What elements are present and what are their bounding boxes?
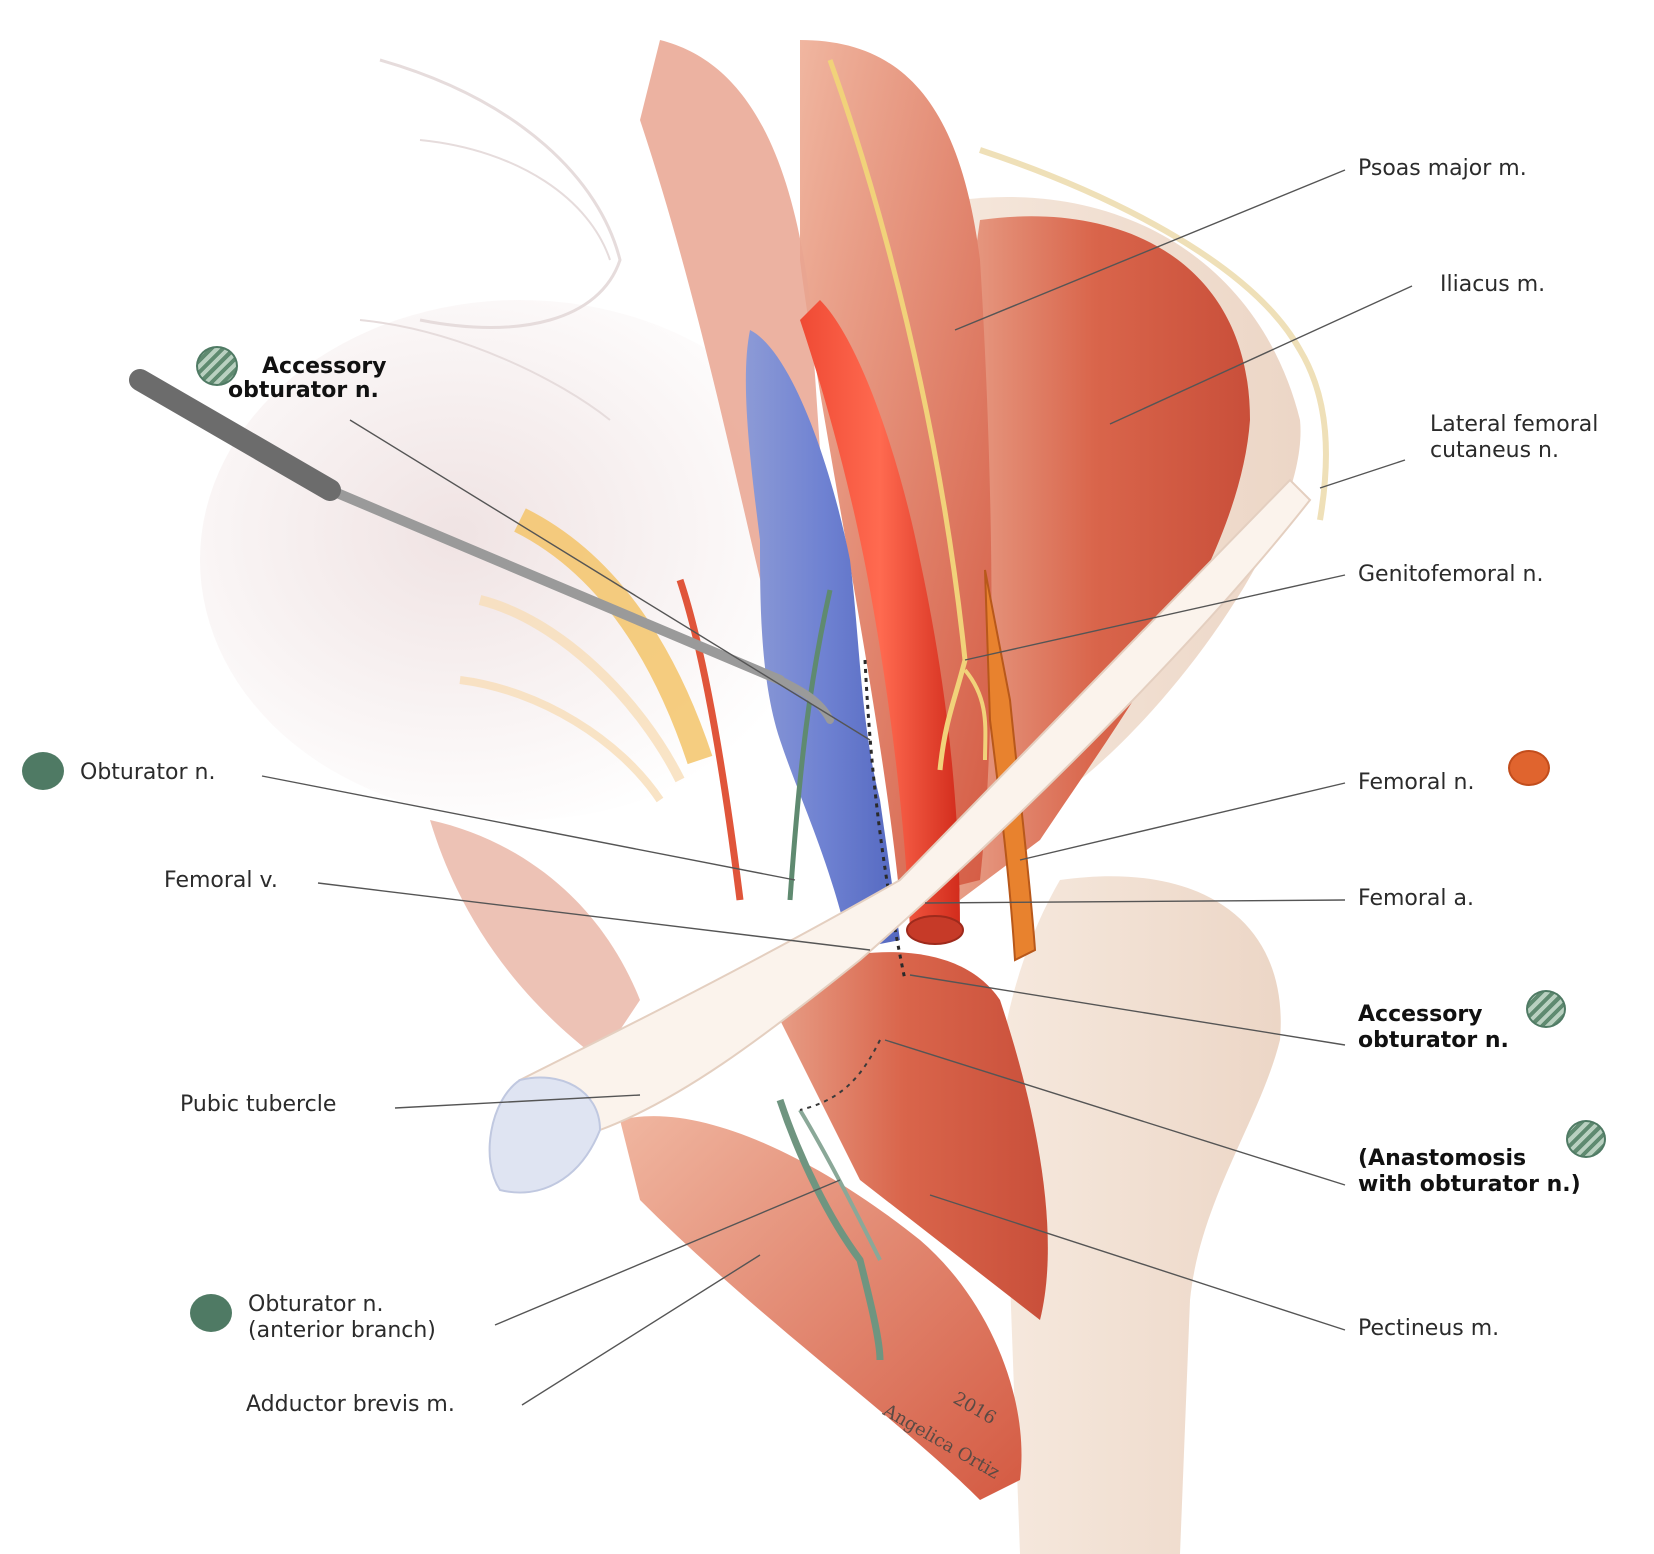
obturator-anterior-legend-dot: [190, 1294, 232, 1332]
accessory-obturator-legend-dot-left: [196, 346, 238, 386]
lateral-femoral-cutaneous-nerve: [979, 147, 1329, 521]
label-accessory-obturator-left-1: Accessory: [262, 354, 387, 379]
label-obturator-anterior-2: (anterior branch): [248, 1318, 436, 1343]
pubic-tubercle: [488, 1076, 602, 1194]
obturator-nerve: [787, 589, 833, 901]
femoral-vein: [745, 330, 900, 950]
label-adductor-brevis: Adductor brevis m.: [246, 1392, 455, 1417]
genitofemoral-nerve: [827, 59, 968, 771]
label-pectineus: Pectineus m.: [1358, 1316, 1500, 1341]
leader-lines: [261, 169, 1413, 1406]
obturator-legend-dot: [22, 752, 64, 790]
accessory-obturator-nerve: [863, 659, 907, 981]
label-femoral-vein: Femoral v.: [164, 868, 278, 893]
label-obturator-anterior-1: Obturator n.: [248, 1292, 384, 1317]
obturator-nerve-anterior-branch: [776, 1098, 884, 1361]
label-genitofemoral: Genitofemoral n.: [1358, 562, 1544, 587]
label-lateral-femoral-2: cutaneus n.: [1430, 438, 1559, 463]
accessory-obturator-legend-dot-right: [1526, 990, 1566, 1028]
pectineus-muscle: [760, 952, 1048, 1320]
label-anastomosis-2: with obturator n.): [1358, 1172, 1581, 1197]
label-pubic-tubercle: Pubic tubercle: [180, 1092, 337, 1117]
iliacus-muscle: [940, 216, 1250, 900]
femur: [994, 876, 1281, 1554]
femoral-nerve-legend-dot: [1508, 750, 1550, 786]
label-accessory-obturator-right-2: obturator n.: [1358, 1028, 1509, 1053]
label-anastomosis-1: (Anastomosis: [1358, 1146, 1527, 1171]
anastomosis-legend-dot: [1566, 1120, 1606, 1158]
label-femoral-artery: Femoral a.: [1358, 886, 1474, 911]
femoral-artery: [800, 300, 960, 930]
label-obturator: Obturator n.: [80, 760, 216, 785]
label-femoral-nerve: Femoral n.: [1358, 770, 1475, 795]
label-iliacus: Iliacus m.: [1440, 272, 1546, 297]
label-accessory-obturator-right-1: Accessory: [1358, 1002, 1483, 1027]
pubic-ramus: [517, 478, 1312, 1132]
label-accessory-obturator-left-2: obturator n.: [228, 378, 379, 403]
adductor-brevis-muscle: [620, 1116, 1022, 1500]
label-lateral-femoral-1: Lateral femoral: [1430, 412, 1599, 437]
label-psoas-major: Psoas major m.: [1358, 156, 1527, 181]
